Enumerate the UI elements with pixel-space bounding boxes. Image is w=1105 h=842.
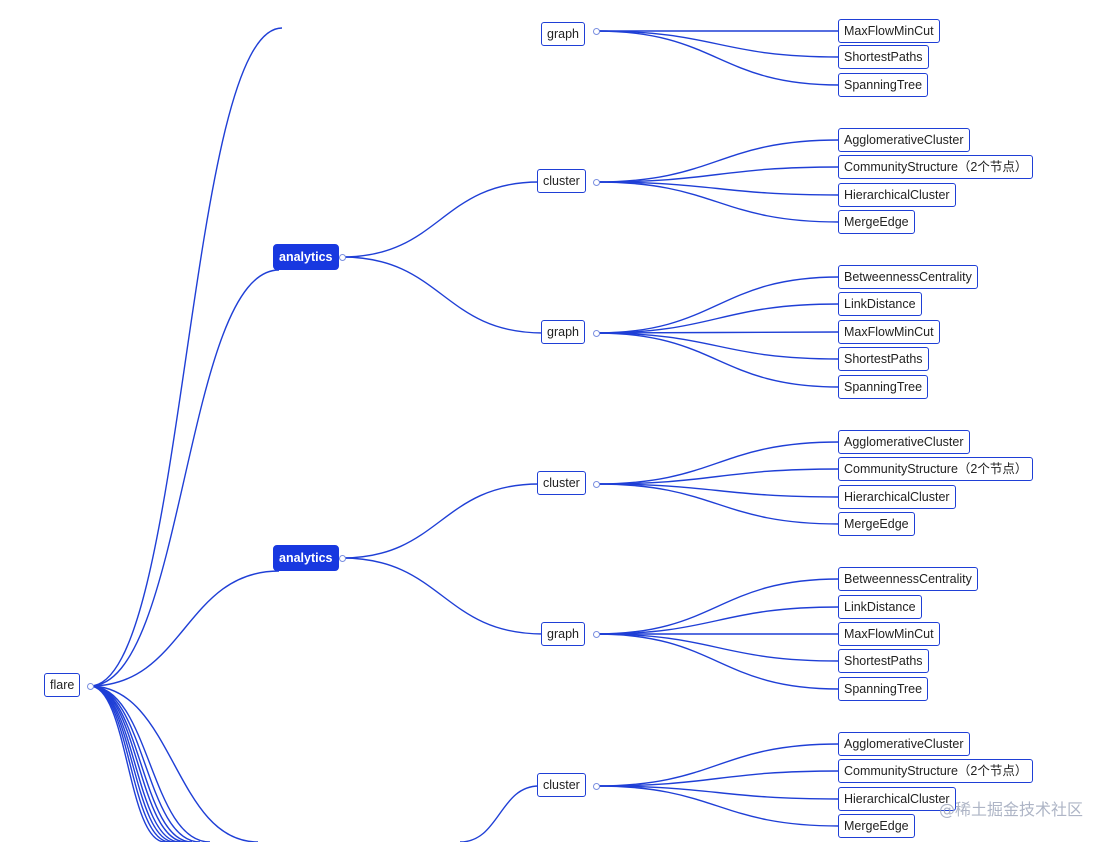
- leaf-node[interactable]: SpanningTree: [838, 375, 929, 399]
- tree-edge-root-offscreen: [89, 685, 211, 842]
- tree-edge-l2-leaf: [595, 770, 840, 787]
- leaf-node[interactable]: SpanningTree: [838, 73, 929, 97]
- tree-edge-l2-leaf: [595, 785, 840, 800]
- leaf-node[interactable]: AgglomerativeCluster: [838, 732, 970, 756]
- tree-edge-l2-leaf: [595, 332, 840, 388]
- tree-edge-root-offscreen: [89, 27, 283, 687]
- leaf-node[interactable]: HierarchicalCluster: [838, 485, 956, 509]
- leaf-node[interactable]: LinkDistance: [838, 595, 922, 619]
- tree-edge-l2-leaf: [595, 276, 840, 334]
- leaf-node[interactable]: CommunityStructure（2个节点）: [838, 457, 1034, 481]
- subcategory-node[interactable]: cluster: [537, 773, 586, 797]
- tree-edge-l2-leaf: [595, 166, 840, 183]
- tree-edge-l2-leaf: [595, 785, 840, 827]
- tree-edge-l2-leaf: [595, 633, 840, 690]
- subcategory-node[interactable]: graph: [541, 622, 585, 646]
- tree-edge-l2-leaf: [595, 483, 840, 498]
- leaf-node[interactable]: AgglomerativeCluster: [838, 430, 970, 454]
- tree-edge-l2-leaf: [595, 303, 840, 334]
- watermark: @稀土掘金技术社区: [938, 800, 1083, 819]
- tree-edge-l1-l2: [341, 557, 544, 635]
- tree-edge-l2-leaf: [595, 578, 840, 635]
- tree-edge-l1-l2: [341, 181, 540, 258]
- tree-edge-l2-leaf: [595, 139, 840, 183]
- subcategory-node[interactable]: cluster: [537, 169, 586, 193]
- tree-edge-root-offscreen: [89, 685, 259, 842]
- subcategory-collapse-toggle[interactable]: [592, 178, 600, 186]
- leaf-node[interactable]: CommunityStructure（2个节点）: [838, 759, 1034, 783]
- leaf-node[interactable]: MaxFlowMinCut: [838, 622, 940, 646]
- tree-edge-l2-leaf: [595, 743, 840, 787]
- root-collapse-toggle[interactable]: [86, 682, 94, 690]
- leaf-node[interactable]: MaxFlowMinCut: [838, 320, 940, 344]
- tree-edge-l2-leaf: [595, 30, 840, 86]
- tree-edge-l2-leaf: [595, 181, 840, 196]
- leaf-node[interactable]: SpanningTree: [838, 677, 929, 701]
- leaf-node[interactable]: MergeEdge: [838, 512, 915, 536]
- leaf-node[interactable]: MaxFlowMinCut: [838, 19, 940, 43]
- subcategory-collapse-toggle[interactable]: [592, 480, 600, 488]
- leaf-node[interactable]: MergeEdge: [838, 210, 915, 234]
- subcategory-collapse-toggle[interactable]: [592, 329, 600, 337]
- subcategory-node[interactable]: graph: [541, 22, 585, 46]
- tree-edge-l2-leaf: [595, 483, 840, 525]
- leaf-node[interactable]: CommunityStructure（2个节点）: [838, 155, 1034, 179]
- leaf-node[interactable]: AgglomerativeCluster: [838, 128, 970, 152]
- tree-edge-l2-leaf: [595, 441, 840, 485]
- tree-edge-l1-l2: [341, 483, 540, 559]
- leaf-node[interactable]: HierarchicalCluster: [838, 183, 956, 207]
- root-node[interactable]: flare: [44, 673, 81, 697]
- subcategory-collapse-toggle[interactable]: [592, 782, 600, 790]
- tree-edge-root-l1: [89, 269, 280, 687]
- category-node-analytics[interactable]: analytics: [273, 545, 339, 571]
- tree-edge-root-offscreen: [89, 685, 201, 842]
- tree-edge-l1-l2: [459, 785, 540, 842]
- tree-edge-root-l1: [89, 570, 280, 687]
- subcategory-node[interactable]: cluster: [537, 471, 586, 495]
- tree-edge-l2-leaf: [595, 30, 840, 58]
- tree-edge-l2-leaf: [595, 331, 840, 334]
- leaf-node[interactable]: HierarchicalCluster: [838, 787, 956, 811]
- leaf-node[interactable]: ShortestPaths: [838, 45, 929, 69]
- tree-edge-l2-leaf: [595, 181, 840, 223]
- subcategory-collapse-toggle[interactable]: [592, 27, 600, 35]
- category-collapse-toggle[interactable]: [338, 554, 346, 562]
- tree-edge-l2-leaf: [595, 633, 840, 662]
- subcategory-collapse-toggle[interactable]: [592, 630, 600, 638]
- tree-edge-root-offscreen: [89, 685, 193, 842]
- category-node-analytics[interactable]: analytics: [273, 244, 339, 270]
- tree-edge-l1-l2: [341, 256, 544, 334]
- leaf-node[interactable]: ShortestPaths: [838, 649, 929, 673]
- leaf-node[interactable]: MergeEdge: [838, 814, 915, 838]
- subcategory-node[interactable]: graph: [541, 320, 585, 344]
- tree-edge-l2-leaf: [595, 468, 840, 485]
- leaf-node[interactable]: BetweennessCentrality: [838, 265, 978, 289]
- tree-edge-l2-leaf: [595, 332, 840, 360]
- category-collapse-toggle[interactable]: [338, 253, 346, 261]
- leaf-node[interactable]: ShortestPaths: [838, 347, 929, 371]
- leaf-node[interactable]: BetweennessCentrality: [838, 567, 978, 591]
- tree-edge-l2-leaf: [595, 606, 840, 635]
- leaf-node[interactable]: LinkDistance: [838, 292, 922, 316]
